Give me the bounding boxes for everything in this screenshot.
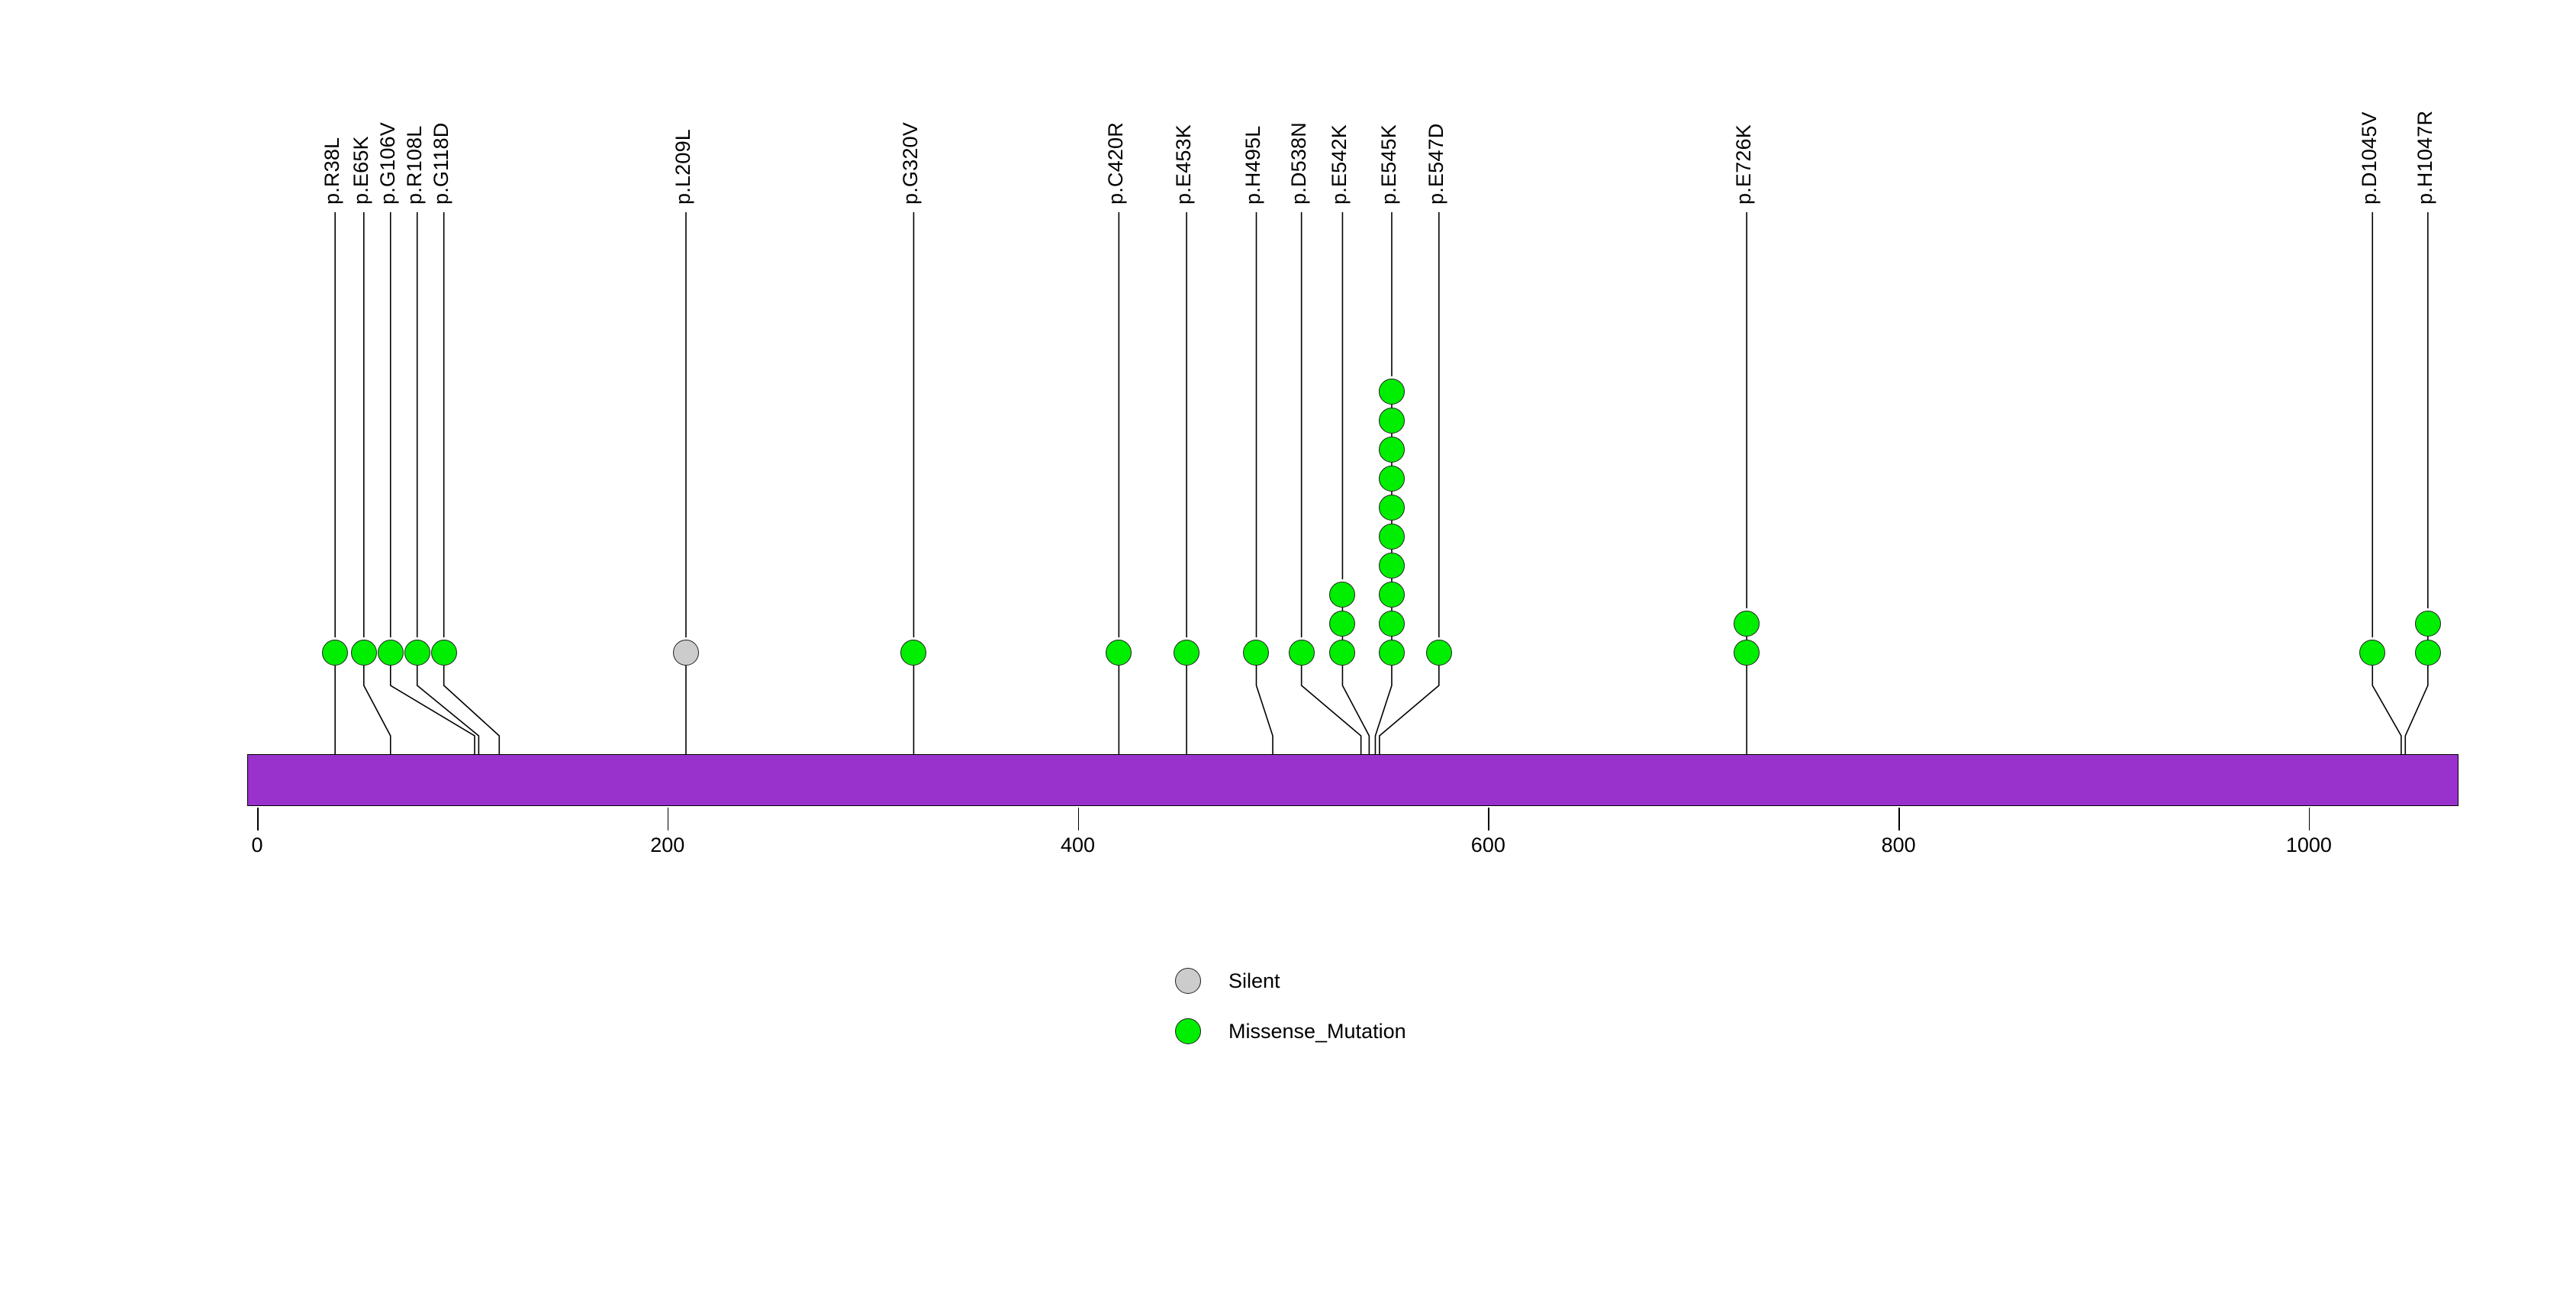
mutation-label: p.E547D bbox=[1424, 123, 1447, 205]
lollipop-dot[interactable] bbox=[1378, 524, 1405, 550]
lollipop-dot[interactable] bbox=[1288, 640, 1315, 666]
mutation-label: p.C420R bbox=[1104, 122, 1128, 205]
lollipop-dot[interactable] bbox=[2414, 640, 2441, 666]
mutation-label: p.E542K bbox=[1328, 124, 1351, 205]
mutation-connector bbox=[1300, 666, 1362, 754]
legend-label: Missense_Mutation bbox=[1228, 1020, 1406, 1043]
lollipop-dot[interactable] bbox=[2414, 611, 2441, 637]
axis-tick-label: 800 bbox=[1881, 834, 1916, 856]
protein-domain-bar bbox=[247, 754, 2458, 806]
mutation-label: p.G118D bbox=[429, 122, 452, 205]
mutation-connector bbox=[2372, 666, 2402, 754]
lollipop-dot[interactable] bbox=[1425, 640, 1452, 666]
mutation-label: p.G320V bbox=[899, 122, 923, 205]
lollipop-dot[interactable] bbox=[1329, 582, 1356, 608]
lollipop-dot[interactable] bbox=[1106, 640, 1132, 666]
mutation-label: p.H495L bbox=[1241, 125, 1265, 205]
lollipop-dot[interactable] bbox=[1174, 640, 1200, 666]
axis-tick bbox=[667, 808, 669, 830]
lollipop-dot[interactable] bbox=[1378, 408, 1405, 434]
lollipop-dot[interactable] bbox=[1734, 640, 1760, 666]
axis-tick bbox=[1488, 808, 1489, 830]
lollipop-dot[interactable] bbox=[1329, 640, 1356, 666]
mutation-connector bbox=[1341, 666, 1370, 754]
axis-tick bbox=[1898, 808, 1900, 830]
lollipop-dot[interactable] bbox=[377, 640, 404, 666]
lollipop-dot[interactable] bbox=[404, 640, 430, 666]
axis-tick-label: 200 bbox=[650, 834, 685, 856]
axis-tick-label: 0 bbox=[251, 834, 263, 856]
lollipop-dot[interactable] bbox=[672, 640, 699, 666]
legend-swatch bbox=[1175, 1018, 1201, 1044]
lollipop-dot[interactable] bbox=[1734, 611, 1760, 637]
lollipop-dot[interactable] bbox=[1378, 495, 1405, 521]
lollipop-dot[interactable] bbox=[1378, 582, 1405, 608]
mutation-label: p.G106V bbox=[375, 122, 399, 205]
lollipop-dot[interactable] bbox=[430, 640, 457, 666]
mutation-connector bbox=[1255, 666, 1274, 754]
mutation-label: p.L209L bbox=[671, 129, 694, 205]
lollipop-dot[interactable] bbox=[1378, 640, 1405, 666]
lollipop-dot[interactable] bbox=[1378, 379, 1405, 405]
mutation-label: p.E453K bbox=[1172, 124, 1196, 205]
mutation-label: p.R38L bbox=[320, 137, 344, 205]
axis-tick-label: 1000 bbox=[2285, 834, 2332, 856]
mutation-label: p.H1047R bbox=[2413, 110, 2436, 205]
axis-tick-label: 600 bbox=[1470, 834, 1505, 856]
mutation-label: p.D1045V bbox=[2358, 111, 2381, 205]
lollipop-dot[interactable] bbox=[1329, 611, 1356, 637]
mutation-connector bbox=[363, 666, 391, 754]
lollipop-dot[interactable] bbox=[1243, 640, 1270, 666]
legend-label: Silent bbox=[1228, 969, 1280, 992]
lollipop-dot[interactable] bbox=[900, 640, 927, 666]
lollipop-dot[interactable] bbox=[1378, 466, 1405, 492]
lollipop-dot[interactable] bbox=[2359, 640, 2386, 666]
mutation-label: p.E545K bbox=[1377, 124, 1400, 205]
lollipop-dot[interactable] bbox=[1378, 437, 1405, 463]
mutation-connector bbox=[443, 666, 501, 754]
mutation-connector bbox=[1374, 666, 1393, 754]
axis-tick-label: 400 bbox=[1061, 834, 1096, 856]
mutation-label: p.D538N bbox=[1286, 122, 1310, 205]
lollipop-dot[interactable] bbox=[1378, 611, 1405, 637]
lollipop-dot[interactable] bbox=[1378, 553, 1405, 579]
mutation-label: p.E65K bbox=[349, 136, 372, 205]
mutation-connector bbox=[416, 666, 480, 754]
mutation-connector bbox=[1379, 666, 1440, 754]
axis-tick bbox=[2308, 808, 2310, 830]
lollipop-dot[interactable] bbox=[350, 640, 377, 666]
mutation-label: p.E726K bbox=[1732, 124, 1756, 205]
legend-swatch bbox=[1175, 968, 1201, 994]
mutation-label: p.R108L bbox=[402, 125, 426, 205]
lollipop-dot[interactable] bbox=[322, 640, 349, 666]
axis-tick bbox=[1077, 808, 1080, 830]
mutation-connector bbox=[389, 666, 475, 754]
axis-tick bbox=[257, 808, 259, 830]
mutation-connector bbox=[2404, 666, 2429, 754]
